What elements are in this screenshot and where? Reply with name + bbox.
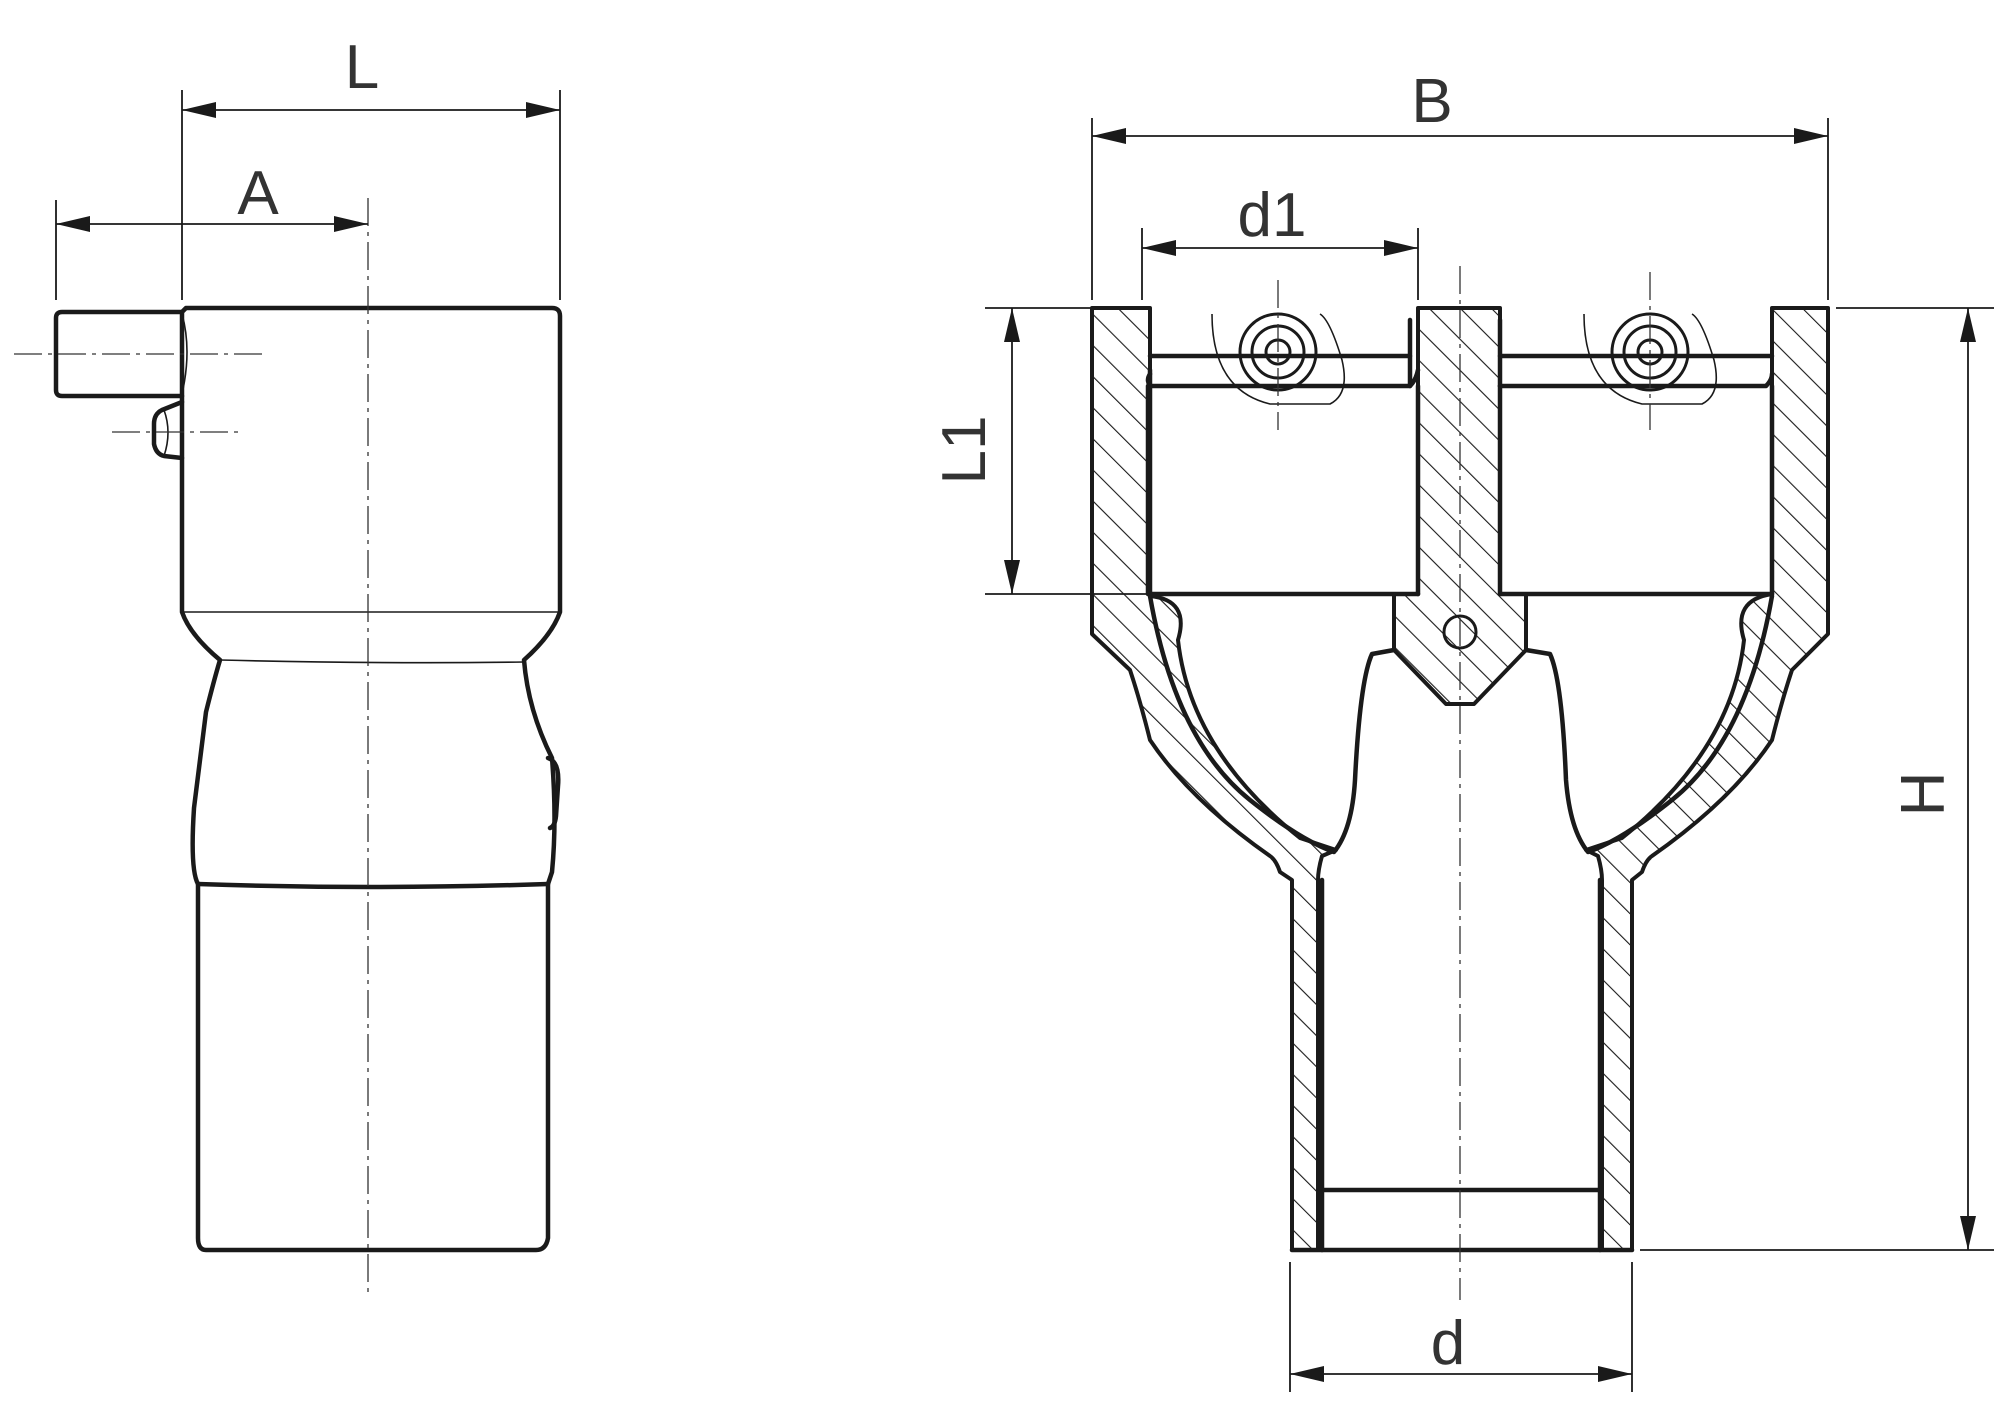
section-right-outer-wall bbox=[1584, 306, 1830, 1252]
side-view-body-outline bbox=[179, 305, 563, 1253]
dimension-d1-arrow-left bbox=[1142, 240, 1176, 256]
side-view-shoulder-line bbox=[195, 881, 551, 890]
side-view-indicator-nub bbox=[151, 399, 185, 461]
dimension-d: d bbox=[1289, 1262, 1633, 1392]
section-left-socket-inner bbox=[1145, 383, 1421, 597]
dimension-L: L bbox=[181, 33, 561, 300]
section-divider-hole bbox=[1442, 614, 1478, 650]
dimension-B-arrow-left bbox=[1092, 128, 1126, 144]
dimension-d1-label: d1 bbox=[1238, 181, 1307, 250]
dimension-H-arrow-bottom bbox=[1960, 1216, 1976, 1250]
dimension-H-arrow-top bbox=[1960, 308, 1976, 342]
dimension-H-label: H bbox=[1889, 772, 1958, 817]
section-left-groove bbox=[1407, 317, 1421, 389]
dimension-d1-arrow-right bbox=[1384, 240, 1418, 256]
section-right-socket-rim bbox=[1497, 353, 1775, 389]
section-right-socket-inner bbox=[1497, 383, 1775, 597]
dimension-A: A bbox=[55, 159, 368, 300]
section-left-outer-wall bbox=[1090, 306, 1338, 1252]
dimension-H: H bbox=[1640, 307, 1994, 1251]
dimension-B-arrow-right bbox=[1794, 128, 1828, 144]
side-view-side-lug bbox=[545, 755, 561, 831]
dimension-L1-arrow-bottom bbox=[1004, 560, 1020, 594]
dimension-d-arrow-right bbox=[1598, 1366, 1632, 1382]
section-left-socket-rim bbox=[1145, 353, 1413, 389]
dimension-d-arrow-left bbox=[1290, 1366, 1324, 1382]
dimension-d1: d1 bbox=[1141, 181, 1419, 300]
dimension-B-label: B bbox=[1411, 67, 1452, 136]
dimension-A-arrow-left bbox=[56, 216, 90, 232]
dimension-B: B bbox=[1091, 67, 1829, 300]
dimension-L-arrow-left bbox=[182, 102, 216, 118]
section-inner-bore-right bbox=[1523, 593, 1775, 855]
dimension-L1-arrow-top bbox=[1004, 308, 1020, 342]
section-inner-bore-left bbox=[1147, 593, 1397, 855]
section-left-terminal-boss bbox=[1211, 313, 1346, 405]
side-view-terminal-pin bbox=[53, 309, 185, 399]
dimension-L1: L1 bbox=[930, 307, 1150, 595]
side-view-nub-edge bbox=[163, 409, 169, 457]
side-view: L A bbox=[14, 33, 563, 1298]
dimension-d-label: d bbox=[1431, 1309, 1465, 1378]
side-view-pin-edge bbox=[181, 313, 188, 395]
dimension-L-label: L bbox=[345, 33, 379, 102]
dimension-L1-label: L1 bbox=[930, 416, 999, 485]
dimension-L-arrow-right bbox=[526, 102, 560, 118]
dimension-A-arrow-right bbox=[334, 216, 368, 232]
section-view: B d1 L1 H bbox=[930, 67, 1994, 1392]
section-right-terminal-outer bbox=[1610, 312, 1690, 392]
section-right-terminal-boss bbox=[1583, 313, 1718, 405]
dimension-A-label: A bbox=[237, 159, 279, 228]
side-view-collar-line bbox=[219, 659, 525, 664]
